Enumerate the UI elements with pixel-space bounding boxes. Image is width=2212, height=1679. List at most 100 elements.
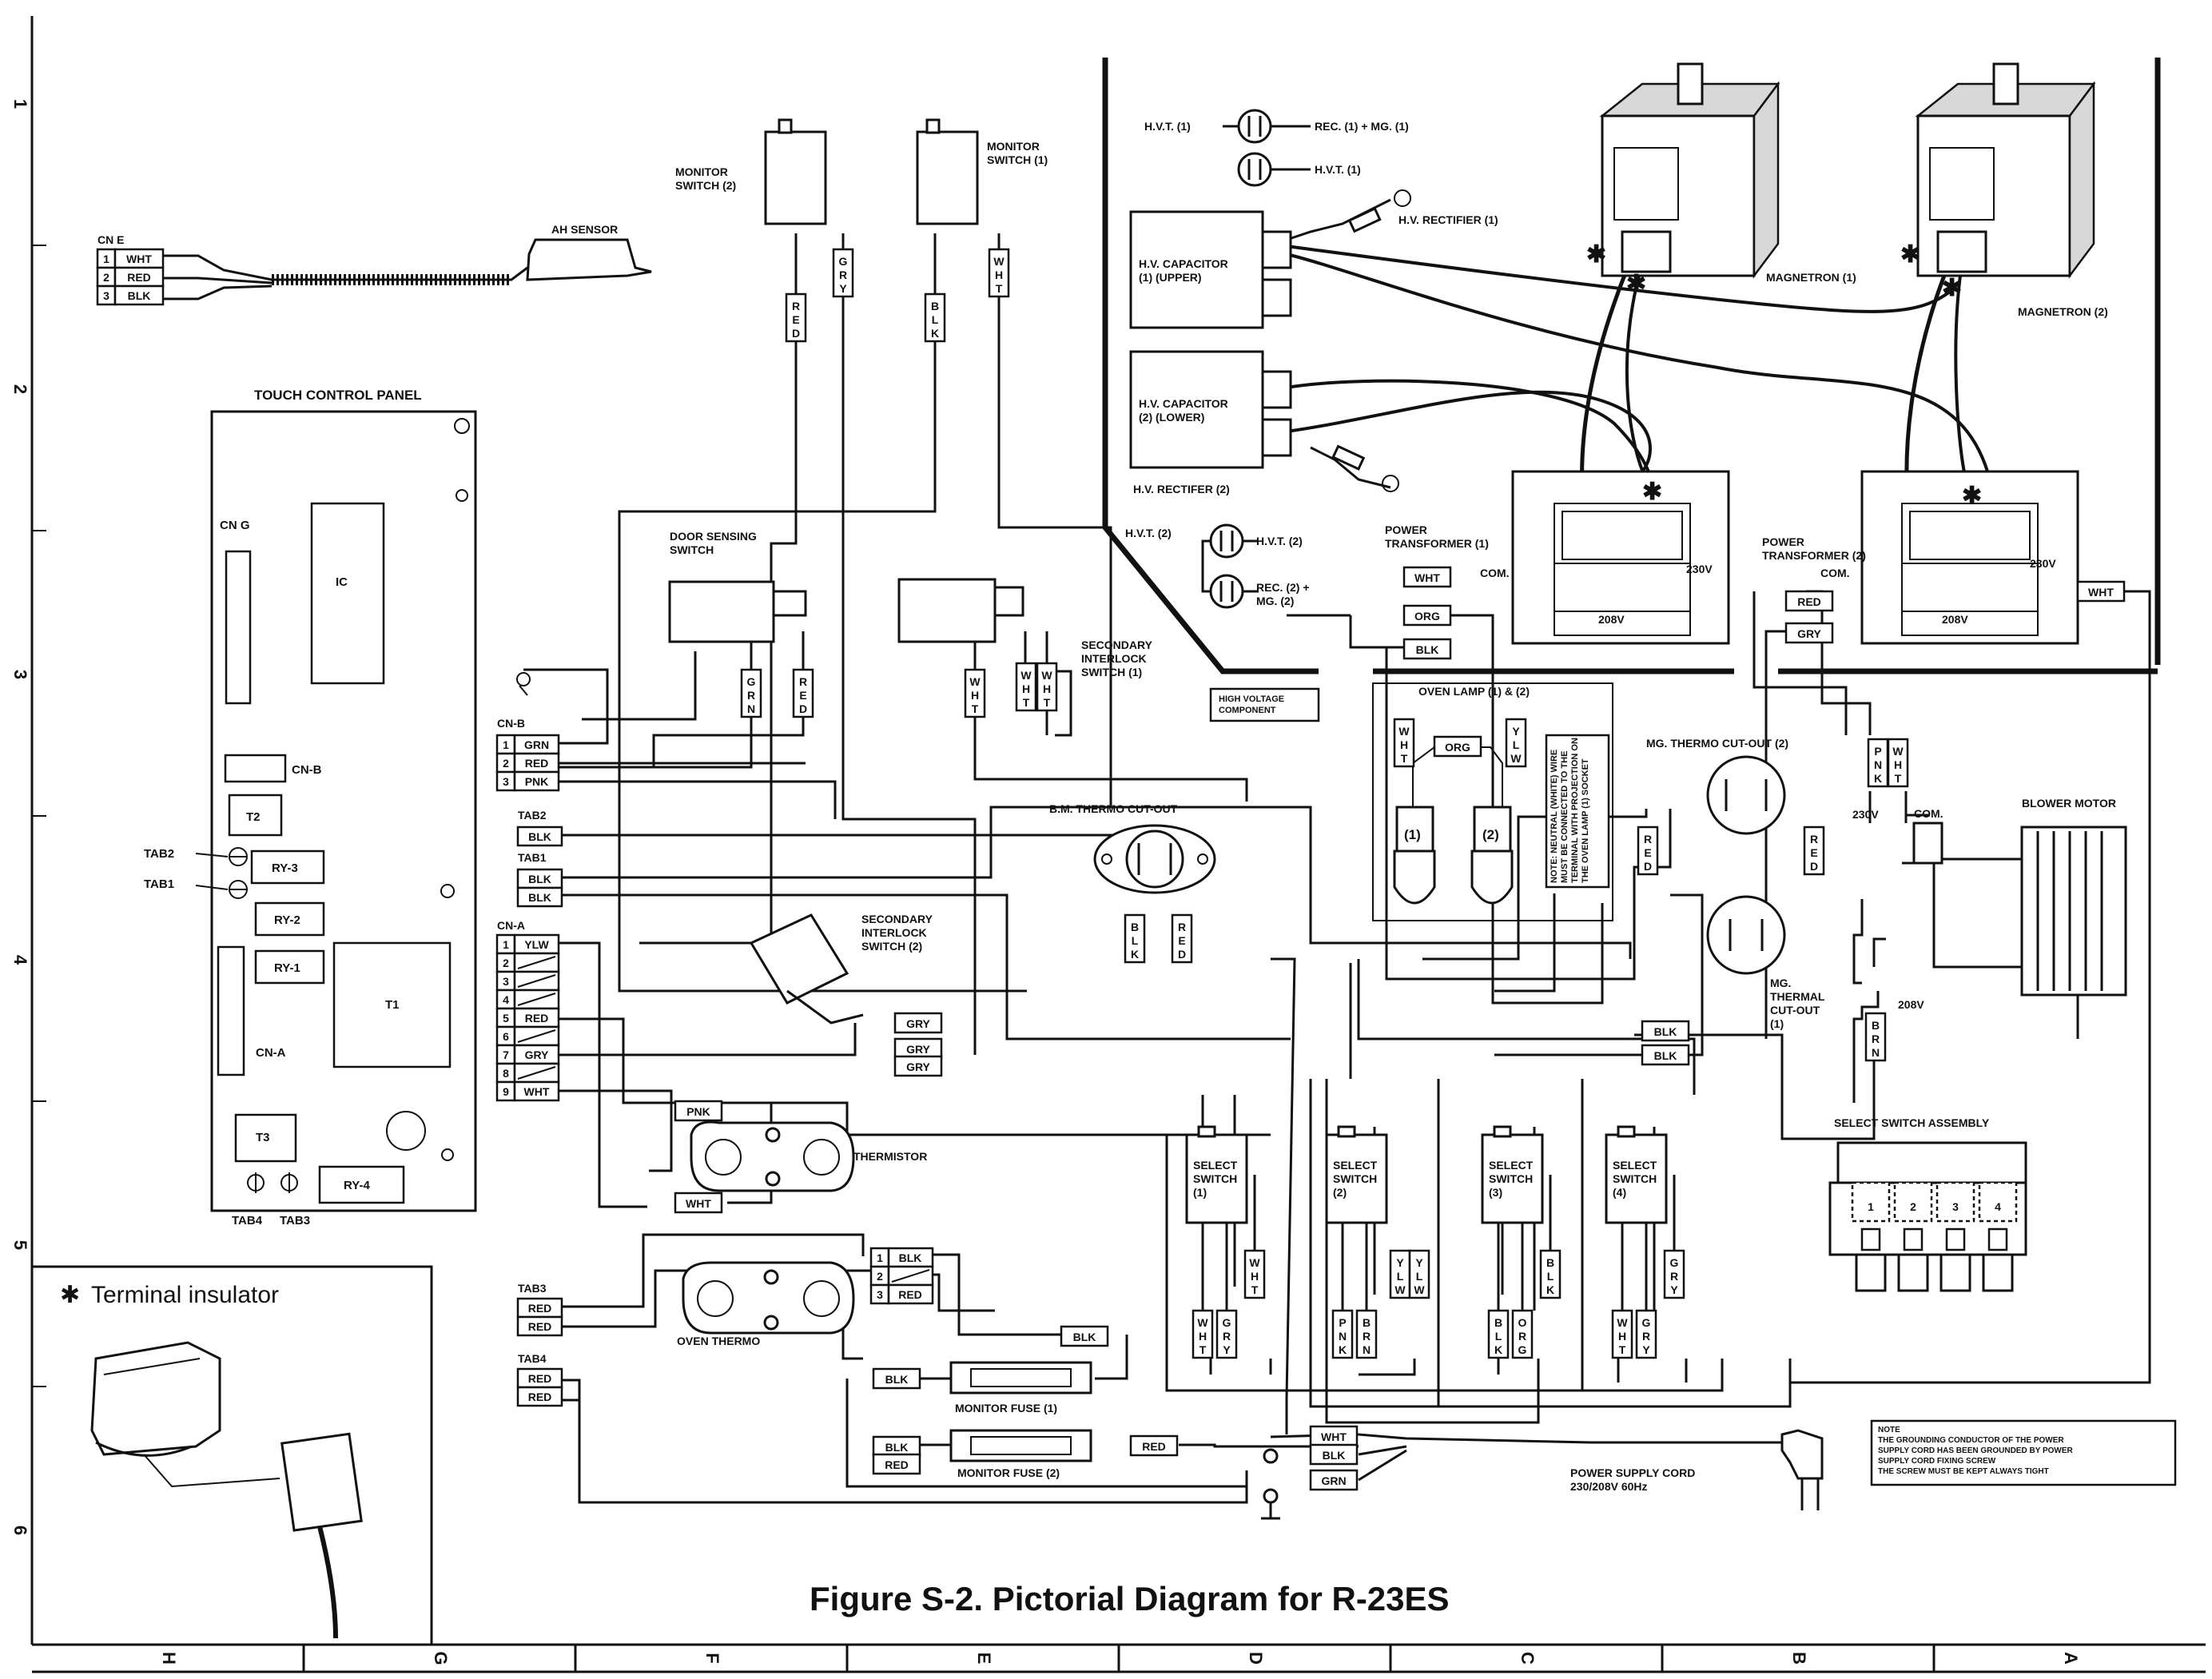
wire-tag: W bbox=[1510, 752, 1522, 765]
wire-tag: BLK bbox=[885, 1441, 909, 1454]
ry2-relay bbox=[254, 901, 325, 937]
ruler-letter: H bbox=[159, 1652, 179, 1665]
wire-tag: K bbox=[1546, 1283, 1554, 1296]
wire-tag: RED bbox=[1797, 595, 1821, 608]
assembly-number: 2 bbox=[1910, 1200, 1916, 1213]
hvt1b-label: H.V.T. (1) bbox=[1315, 163, 1361, 176]
wire-tag: N bbox=[1363, 1343, 1371, 1356]
star-2: ✱ bbox=[1626, 271, 1646, 297]
hvt2b-label: H.V.T. (2) bbox=[1256, 535, 1303, 547]
pt2-com: COM. bbox=[1820, 567, 1850, 579]
wire-color: BLK bbox=[528, 830, 551, 843]
wire-color: RED bbox=[127, 271, 151, 284]
wire-tag: PNK bbox=[686, 1105, 710, 1118]
wire-tag: E bbox=[799, 689, 806, 702]
magnetron-2: MAGNETRON (2) bbox=[1915, 62, 2108, 318]
wire-tag: W bbox=[1197, 1316, 1208, 1329]
wire-tag: K bbox=[1494, 1343, 1502, 1356]
hv-rectifiers: H.V. RECTIFIER (1) H.V. RECTIFER (2) bbox=[1133, 189, 1498, 495]
blower-com: COM. bbox=[1914, 807, 1943, 820]
t2-label: T2 bbox=[246, 810, 261, 824]
wire-tag: ORG bbox=[1414, 610, 1440, 623]
wire-tag: W bbox=[1394, 1283, 1406, 1296]
wire-tag: W bbox=[1249, 1256, 1260, 1269]
wire-tag: R bbox=[1642, 1330, 1650, 1343]
blower-208v: 208V bbox=[1898, 998, 1924, 1011]
wire-color: RED bbox=[528, 1372, 552, 1385]
star-3: ✱ bbox=[1900, 241, 1920, 268]
hv-rectifier-2-label: H.V. RECTIFER (2) bbox=[1133, 483, 1230, 495]
lamp-2-label: (2) bbox=[1482, 827, 1499, 842]
rec2-label: REC. (2) +MG. (2) bbox=[1256, 581, 1310, 607]
tab2-conn-label: TAB2 bbox=[518, 809, 547, 822]
ruler-letter: C bbox=[1518, 1652, 1538, 1665]
ry2-label: RY-2 bbox=[274, 913, 300, 927]
wire-tag: L bbox=[932, 313, 939, 326]
wire-tag: G bbox=[839, 255, 848, 268]
pin-number: 3 bbox=[503, 775, 509, 788]
wire-tag: E bbox=[1644, 846, 1651, 859]
ruler-letter: E bbox=[974, 1653, 994, 1665]
wire-tag: T bbox=[1023, 696, 1030, 709]
wire-color: BLK bbox=[128, 289, 151, 302]
hvt2-label: H.V.T. (2) bbox=[1125, 527, 1172, 539]
magnetron-2-label: MAGNETRON (2) bbox=[2018, 305, 2108, 318]
pin-number: 8 bbox=[503, 1067, 509, 1080]
wire-color: RED bbox=[528, 1391, 552, 1403]
wire-tag: R bbox=[747, 689, 755, 702]
wire-tag: L bbox=[1495, 1330, 1502, 1343]
pin-number: 5 bbox=[503, 1012, 509, 1025]
wire-tag: GRY bbox=[906, 1060, 930, 1073]
tab3-panel-label: TAB3 bbox=[280, 1214, 310, 1227]
pin-number: 4 bbox=[503, 993, 509, 1006]
hv-capacitor-2-label: H.V. CAPACITOR(2) (LOWER) bbox=[1139, 397, 1228, 424]
ruler-letter: A bbox=[2061, 1652, 2081, 1665]
pin-number: 3 bbox=[103, 289, 109, 302]
wire-tag: B bbox=[1363, 1316, 1371, 1329]
wire-tag: B bbox=[931, 300, 939, 312]
wire-tag: GRN bbox=[1321, 1474, 1346, 1487]
star-1: ✱ bbox=[1586, 241, 1606, 268]
wire-tag: N bbox=[1874, 758, 1882, 771]
wire-tag: L bbox=[1513, 738, 1520, 751]
ry3-label: RY-3 bbox=[272, 861, 298, 875]
ruler-letter: B bbox=[1789, 1652, 1809, 1665]
wire-tag: Y bbox=[1415, 1256, 1423, 1269]
wire-tag: W bbox=[1020, 669, 1032, 682]
wire-tag: WHT bbox=[2088, 586, 2114, 599]
wire-color: WHT bbox=[126, 253, 152, 265]
pin-number: 2 bbox=[503, 957, 509, 969]
assembly-number: 4 bbox=[1995, 1200, 2001, 1213]
oven-lamp-label: OVEN LAMP (1) & (2) bbox=[1418, 685, 1530, 698]
pt2-230v: 230V bbox=[2030, 557, 2056, 570]
pin-number: 1 bbox=[877, 1251, 883, 1264]
wire-tag: H bbox=[971, 689, 979, 702]
tab2-panel-label: TAB2 bbox=[144, 847, 174, 861]
wire-tag: T bbox=[1251, 1283, 1259, 1296]
wire-tag: D bbox=[1810, 860, 1818, 873]
touch-control-panel: TOUCH CONTROL PANEL CN G IC CN-B T2 RY-3… bbox=[144, 388, 477, 1227]
wire-tag: H bbox=[1043, 682, 1051, 695]
wire-color: RED bbox=[898, 1288, 922, 1301]
ruler-letter: G bbox=[431, 1651, 451, 1665]
wire-color: GRY bbox=[525, 1048, 549, 1061]
tab4-panel-label: TAB4 bbox=[232, 1214, 263, 1227]
wire-tag: BLK bbox=[1073, 1331, 1096, 1343]
wire-tag: W bbox=[1892, 745, 1904, 758]
wire-tag: G bbox=[1642, 1316, 1651, 1329]
wire-tag: B bbox=[1494, 1316, 1502, 1329]
